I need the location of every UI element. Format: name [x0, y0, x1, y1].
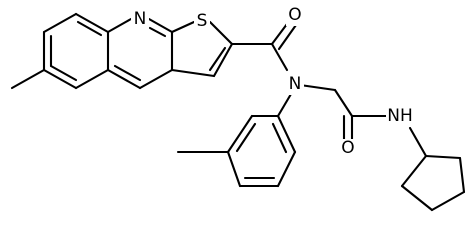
bond: [74, 68, 110, 90]
label-background: [194, 10, 210, 32]
bond: [208, 20, 234, 46]
bond: [106, 17, 133, 34]
bond: [106, 68, 142, 90]
carbonyl-to-n-bond: [270, 42, 289, 72]
nh-to-cyclopentyl-bond: [408, 126, 428, 158]
quinoline-pyridine-ring: [106, 17, 174, 90]
amide-nh-label: NH: [387, 106, 413, 126]
amide-oxygen-upper-label: O: [288, 5, 301, 25]
bond: [430, 190, 466, 212]
bond: [400, 154, 428, 188]
bond: [170, 20, 196, 34]
double-bond-inner: [208, 46, 227, 72]
double-bond-inner: [49, 64, 78, 82]
bond: [212, 42, 234, 78]
tolyl-ring: [226, 114, 297, 188]
quinoline-benzene-ring: [42, 12, 110, 90]
bond: [458, 156, 466, 194]
n-to-aryl-bond: [276, 92, 293, 118]
label-background: [286, 6, 304, 26]
amide-oxygen-lower-label: O: [341, 138, 354, 158]
molecule-drawing: N S O N O NH: [10, 5, 466, 212]
bond: [226, 114, 254, 154]
double-bond-inner: [271, 122, 288, 154]
bond: [42, 68, 78, 90]
bond: [276, 150, 297, 188]
bond: [147, 17, 174, 34]
double-bond-inner: [76, 20, 103, 37]
thiophene-ring: [170, 20, 234, 78]
n-to-ch2-bond: [298, 83, 337, 92]
bond: [276, 114, 297, 154]
bond: [424, 154, 462, 160]
amide-nitrogen-label: N: [289, 74, 302, 94]
carbonyl-double-bond: [277, 23, 298, 51]
bond: [170, 68, 216, 78]
double-bond-inner: [235, 122, 257, 153]
ch2-to-carbonyl-bond: [333, 88, 354, 118]
bond: [226, 150, 242, 188]
label-background: [131, 8, 149, 30]
cyclopentyl-ring: [400, 154, 466, 212]
bond: [138, 68, 174, 90]
double-bond-inner: [148, 26, 167, 38]
thiophene-sulfur-label: S: [197, 11, 208, 31]
quinoline-nitrogen-label: N: [134, 9, 147, 29]
bond: [400, 184, 434, 212]
label-background: [339, 139, 357, 159]
label-background: [386, 105, 416, 127]
bond: [74, 12, 110, 34]
methyl-bond-left: [10, 68, 46, 90]
bond: [42, 12, 78, 34]
label-background: [286, 73, 304, 95]
double-bond-inner: [113, 64, 142, 82]
structure-canvas: N S O N O NH: [10, 5, 466, 212]
